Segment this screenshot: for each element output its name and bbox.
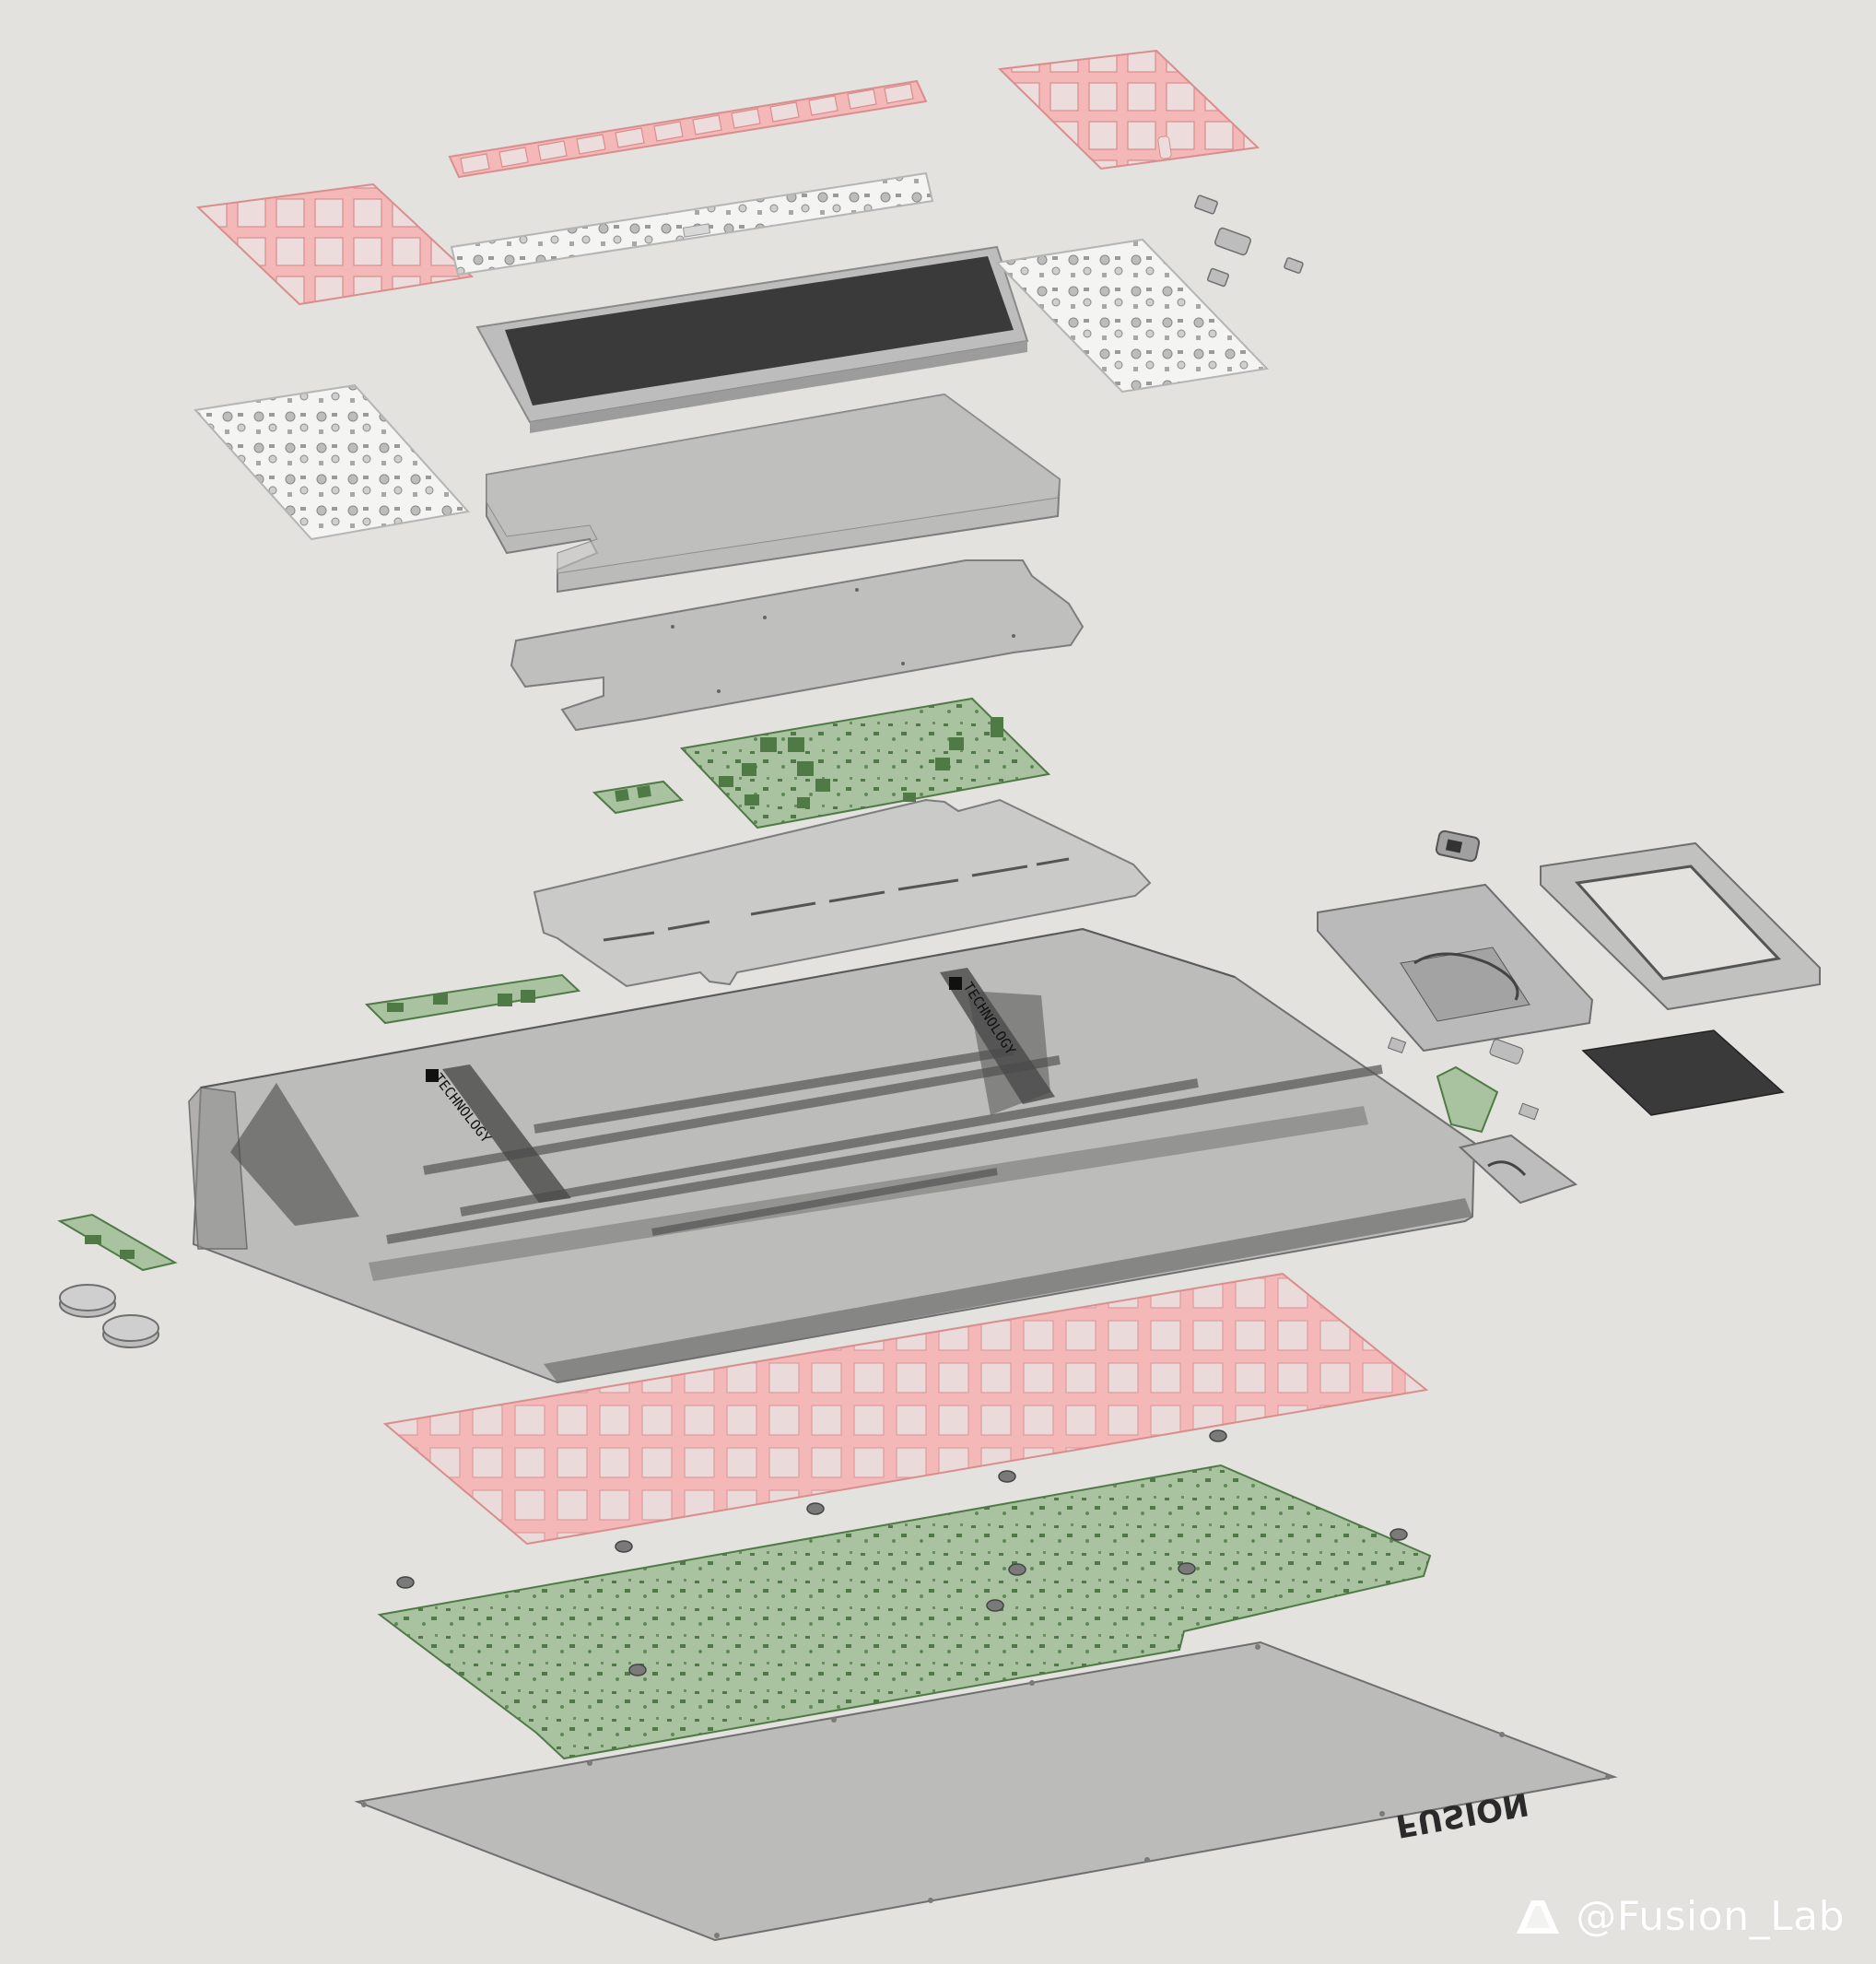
main-board (679, 697, 1051, 829)
top-center-plate (448, 79, 928, 179)
top-left-plate (195, 182, 475, 306)
watermark: @Fusion_Lab (1513, 1893, 1845, 1940)
top-right-plate (997, 49, 1260, 171)
side-small-parts (1387, 1036, 1578, 1205)
center-white-pcb (450, 171, 934, 276)
watermark-handle: @Fusion_Lab (1576, 1893, 1845, 1940)
side-frame (1540, 841, 1821, 1011)
slotted-plate (533, 798, 1152, 988)
knobs (59, 1284, 159, 1348)
bottom-plate: FUSION (354, 1641, 1618, 1942)
main-case: TECHNOLOGY TECHNOLOGY (188, 927, 1476, 1384)
keyboard-pcb (377, 1429, 1432, 1760)
side-connector (1435, 829, 1481, 863)
io-board (364, 973, 581, 1025)
left-white-pcb (193, 383, 470, 541)
left-board (57, 1213, 178, 1272)
connector-parts (1194, 194, 1304, 288)
middle-acrylic-plate (510, 559, 1085, 732)
screen-tray (486, 393, 1061, 594)
small-board (592, 780, 685, 815)
keyboard-plate (382, 1272, 1429, 1546)
display-screen (475, 245, 1029, 433)
right-white-pcb (994, 238, 1270, 394)
side-module-case (1317, 883, 1594, 1053)
weibo-icon (1517, 1899, 1560, 1934)
dark-pad (1581, 1029, 1785, 1116)
